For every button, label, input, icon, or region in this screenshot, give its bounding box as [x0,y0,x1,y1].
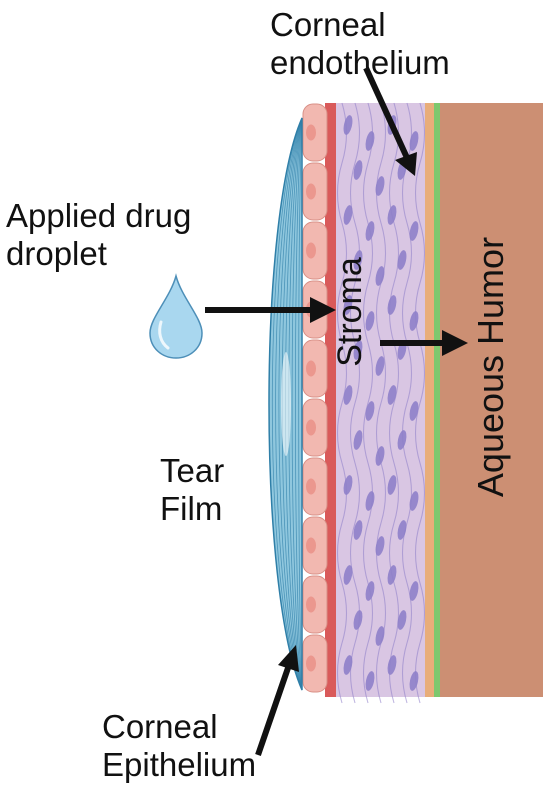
label-corneal-epithelium: Corneal Epithelium [102,708,256,784]
label-applied-drug-droplet-line2: droplet [6,235,107,272]
label-corneal-epithelium-line1: Corneal [102,708,218,745]
descemet-membrane-layer [425,103,434,697]
aqueous-humor-region [439,103,543,697]
arrow-stroma-to-aqueous [380,330,468,356]
arrow-droplet-to-stroma [205,297,336,323]
bowman-layer [325,103,336,697]
label-tear-film: Tear Film [160,452,224,528]
label-aqueous-humor: Aqueous Humor [470,236,511,498]
label-corneal-epithelium-line2: Epithelium [102,746,257,783]
drug-droplet-icon [149,273,203,359]
label-corneal-endothelium: Corneal endothelium [270,6,450,82]
label-corneal-endothelium-line1: Corneal [270,6,386,43]
epithelium-layer [302,103,328,693]
label-applied-drug-droplet-line1: Applied drug [6,197,192,234]
label-tear-film-line1: Tear [160,452,225,489]
arrow-epithelium-pointer [255,645,299,756]
label-stroma: Stroma [331,257,369,367]
endothelium-layer [434,103,440,697]
tear-film-layer [268,117,303,691]
label-applied-drug-droplet: Applied drug droplet [6,197,191,273]
stroma-fibers [336,102,426,704]
label-corneal-endothelium-line2: endothelium [270,44,450,81]
label-tear-film-line2: Film [160,490,223,527]
arrow-endothelium-pointer [363,66,417,176]
